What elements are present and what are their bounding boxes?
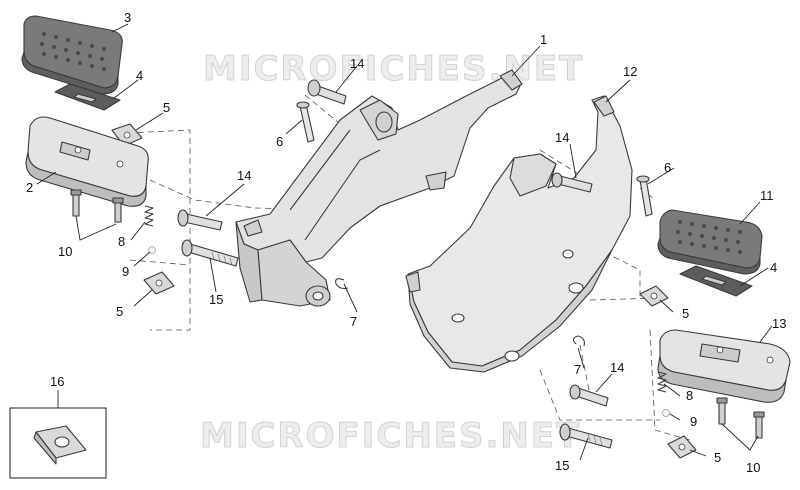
bracket-plate-left [54, 83, 121, 111]
callout-7-right: 7 [574, 362, 581, 377]
spring-clip-left-bottom [143, 271, 175, 295]
callout-9-left: 9 [122, 264, 129, 279]
callout-6-right: 6 [664, 160, 671, 175]
callout-10-right: 10 [746, 460, 760, 475]
callout-15-right: 15 [555, 458, 569, 473]
watermark-bottom: MICROFICHES.NET [200, 416, 581, 456]
pin-left [296, 101, 315, 143]
spring-clip-right-bottom [667, 435, 697, 459]
long-bolt-left [181, 239, 239, 267]
leader-lines [36, 23, 773, 461]
callout-15-left: 15 [209, 292, 223, 307]
bolt-mid-left [177, 209, 223, 231]
bolt-mid-right [551, 172, 593, 193]
callout-4-right: 4 [770, 260, 777, 275]
callout-5-right-top: 5 [682, 306, 689, 321]
ball-left [148, 246, 156, 254]
rubber-footpad-right [657, 209, 763, 275]
bolt-bottom [569, 384, 609, 407]
callout-3: 3 [124, 10, 131, 25]
callout-10-left: 10 [58, 244, 72, 259]
callout-7-left: 7 [350, 314, 357, 329]
footrest-bracket-left [25, 116, 149, 207]
callout-4-left: 4 [136, 68, 143, 83]
callout-16: 16 [50, 374, 64, 389]
screws-right [716, 397, 765, 439]
pin-right [636, 175, 653, 217]
callout-13: 13 [772, 316, 786, 331]
spring-right [657, 371, 667, 393]
callout-5-left-top: 5 [163, 100, 170, 115]
rubber-footpad-left [21, 15, 123, 95]
ball-right [662, 409, 670, 417]
callout-5-left-bottom: 5 [116, 304, 123, 319]
callout-5-right-bottom: 5 [714, 450, 721, 465]
callout-14-mid-right: 14 [555, 130, 569, 145]
circlip-left [335, 278, 349, 290]
callout-12: 12 [623, 64, 637, 79]
long-bolt-right [559, 423, 613, 449]
footrest-bracket-right [657, 329, 791, 403]
callout-14-top: 14 [350, 56, 364, 71]
spring-left [144, 205, 154, 227]
frame-bracket [235, 69, 523, 307]
bracket-plate-right [679, 265, 753, 297]
part-16-box [9, 407, 107, 479]
callout-labels: 1 2 3 4 5 5 6 7 8 9 10 11 12 13 14 14 14… [26, 10, 786, 475]
watermark-top: MICROFICHES.NET [203, 49, 584, 89]
bolt-top [307, 79, 347, 105]
callout-8-right: 8 [686, 388, 693, 403]
callout-2: 2 [26, 180, 33, 195]
callout-9-right: 9 [690, 414, 697, 429]
callout-8-left: 8 [118, 234, 125, 249]
callout-6-left: 6 [276, 134, 283, 149]
callout-1: 1 [540, 32, 547, 47]
callout-14-bottom: 14 [610, 360, 624, 375]
lower-cover [405, 95, 633, 373]
circlip-right [572, 335, 585, 347]
callout-11: 11 [760, 188, 774, 203]
callout-14-mid-left: 14 [237, 168, 251, 183]
